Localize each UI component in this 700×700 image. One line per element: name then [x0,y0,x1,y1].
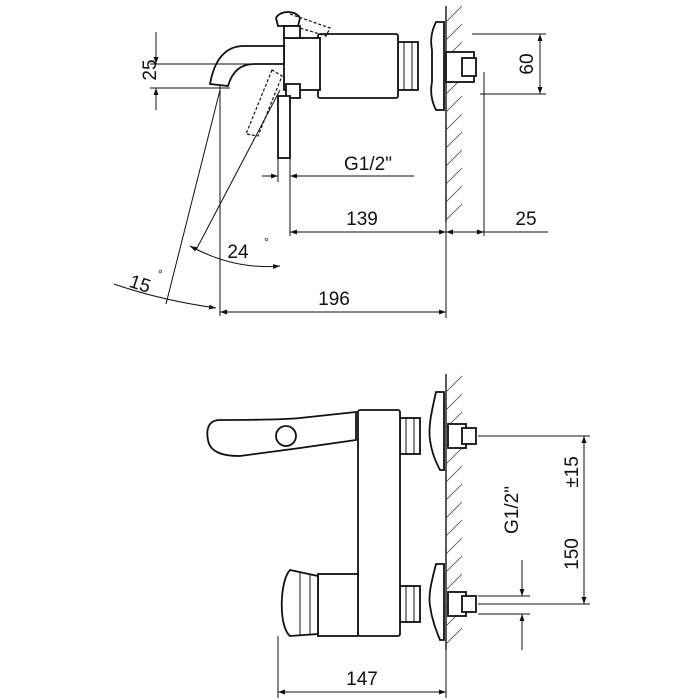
angle-15-arc [113,283,217,310]
hand-shower-dashed [245,69,283,137]
angle-24-degree: ° [264,235,269,249]
dim-147: 147 [346,669,378,690]
inlet-nut-lower [461,595,477,613]
dim-25-height: 25 [140,59,161,80]
dim-25-depth: 25 [515,209,536,230]
spout-top [208,45,285,87]
inlet-nut-top [461,57,477,77]
lever-tilted-dashed [289,13,331,37]
dim-60-height: 60 [517,53,538,74]
dim-thread-front: G1/2" [502,486,523,534]
dim-150: 150 [562,538,583,570]
lever-top [275,11,301,27]
angle-24-arc [189,245,281,270]
dim-thread-top: G1/2" [344,154,392,175]
mixer-body-front [357,409,401,637]
side-view: 25 60 G1/2" 139 25 24 ° 15 ° 19 [113,5,548,318]
front-view: 150 ±15 G1/2" 147 [206,374,590,698]
hatch-lines-top [445,5,463,221]
dim-196: 196 [318,289,350,310]
dim-150-tolerance: ±15 [562,456,583,488]
lever-hole [275,425,297,447]
angle-15-degree: ° [158,267,163,281]
wall-rosette-top [430,21,445,111]
mixer-collar-top [283,37,321,91]
connection-nut-upper [399,417,421,455]
connection-nut-lower [399,585,421,623]
wall-rosette-upper [428,391,445,471]
diverter-top [285,83,301,99]
hand-shower-connector [277,95,291,159]
connection-nut-top [397,41,419,91]
lever-neck-top [283,25,301,39]
angle-24-label: 24 [227,242,249,263]
inlet-nut-upper [461,427,477,445]
wall-hatch-top [445,5,463,222]
wall-rosette-lower [428,563,445,641]
angle-15-label: 15 [127,271,154,298]
mixer-body-top [317,33,399,99]
diverter-housing [317,573,359,637]
dim-139: 139 [346,209,378,230]
